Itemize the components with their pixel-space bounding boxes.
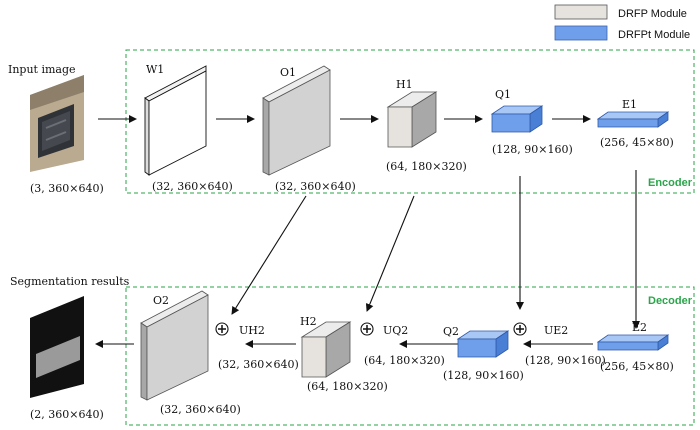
encoder-box: [125, 49, 695, 194]
q1-dims: (128, 90×160): [492, 143, 573, 156]
e1-dims: (256, 45×80): [600, 136, 674, 149]
h1-dims: (64, 180×320): [386, 160, 467, 173]
uh2-name: UH2: [239, 324, 265, 337]
legend-drfp-label: DRFP Module: [618, 8, 687, 20]
w1-dims: (32, 360×640): [152, 180, 233, 193]
add-icon: [360, 322, 374, 336]
w1-name: W1: [146, 63, 164, 76]
legend: DRFP Module DRFPt Module: [554, 4, 690, 41]
input-image-label: Input image: [8, 63, 76, 76]
e2-dims: (256, 45×80): [600, 360, 674, 373]
uh2-dims: (32, 360×640): [218, 358, 299, 371]
o1-dims: (32, 360×640): [275, 180, 356, 193]
legend-drfp-swatch: [554, 4, 608, 20]
e1-block: [596, 111, 670, 128]
o2-dims: (32, 360×640): [160, 403, 241, 416]
q1-name: Q1: [495, 88, 511, 101]
q2-dims: (128, 90×160): [443, 369, 524, 382]
h2-dims: (64, 180×320): [307, 380, 388, 393]
input-dims: (3, 360×640): [30, 182, 104, 195]
e1-name: E1: [622, 98, 637, 111]
add-icon: [215, 322, 229, 336]
h1-name: H1: [396, 78, 413, 91]
arrow-h1-h2: [365, 195, 415, 312]
o1-name: O1: [280, 66, 296, 79]
legend-drfpt-swatch: [554, 25, 608, 41]
encoder-title: Encoder: [648, 177, 693, 189]
e2-block: [596, 334, 670, 351]
input-image: [30, 75, 84, 172]
h2-block: [300, 321, 352, 378]
o2-name: O2: [153, 294, 169, 307]
legend-drfpt-label: DRFPt Module: [618, 29, 690, 41]
decoder-box: [125, 286, 695, 426]
q2-block: [456, 330, 510, 358]
segmentation-label: Segmentation results: [10, 275, 130, 288]
w1-block: [144, 65, 207, 176]
segmentation-output: [30, 296, 84, 398]
output-dims: (2, 360×640): [30, 408, 104, 421]
add-icon: [513, 322, 527, 336]
q1-block: [490, 105, 544, 133]
e2-name: E2: [632, 321, 647, 334]
arrow-o1-o2: [231, 195, 307, 315]
uq2-dims: (64, 180×320): [364, 354, 445, 367]
o1-block: [262, 65, 331, 176]
q2-name: Q2: [443, 325, 459, 338]
uq2-name: UQ2: [383, 324, 408, 337]
decoder-title: Decoder: [648, 295, 693, 307]
h2-name: H2: [300, 315, 317, 328]
ue2-name: UE2: [544, 324, 568, 337]
o2-block: [140, 290, 209, 401]
ue2-dims: (128, 90×160): [525, 354, 606, 367]
h1-block: [386, 91, 438, 148]
